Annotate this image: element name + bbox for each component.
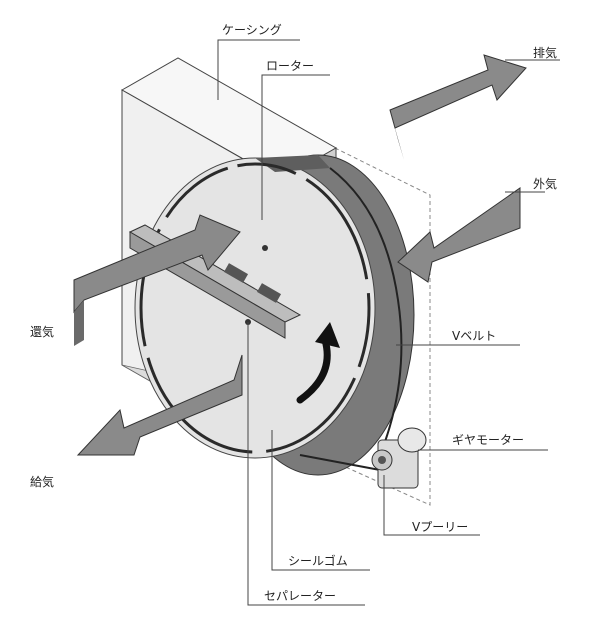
exhaust-arrow xyxy=(389,54,527,160)
supply-air-arrow xyxy=(76,354,243,456)
label-exhaust: 排気 xyxy=(533,45,557,60)
outside-air-arrow xyxy=(397,187,521,283)
label-return-air: 還気 xyxy=(30,324,54,339)
rotation-arrow xyxy=(296,322,340,404)
return-air-arrow xyxy=(73,214,241,346)
v-belt xyxy=(299,167,403,471)
label-v-belt: Vベルト xyxy=(452,329,496,343)
label-rotor: ローター xyxy=(266,59,314,73)
label-casing: ケーシング xyxy=(222,23,282,37)
label-v-pulley: Vプーリー xyxy=(412,520,468,534)
label-seal-rubber: シールゴム xyxy=(288,553,348,568)
label-gear-motor: ギヤモーター xyxy=(452,433,524,447)
leader-lines xyxy=(217,39,560,606)
label-separator: セパレーター xyxy=(264,589,336,603)
label-supply-air: 給気 xyxy=(30,474,54,489)
label-outside-air: 外気 xyxy=(533,176,557,191)
gear-motor xyxy=(371,427,427,489)
